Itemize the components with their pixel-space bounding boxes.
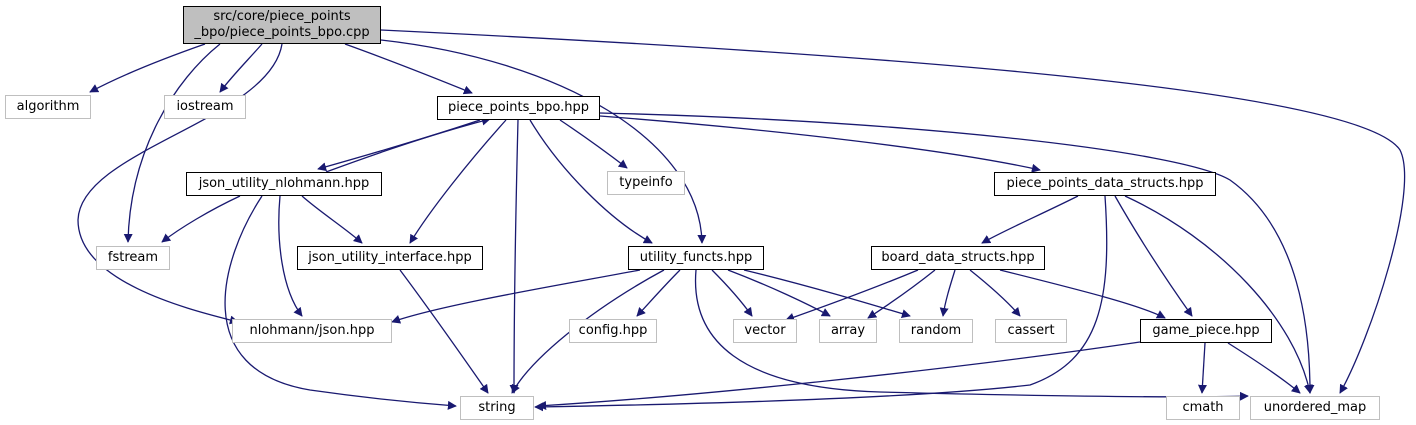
node-fstream: fstream xyxy=(96,246,170,270)
node-json-utility-nlohmann-label: json_utility_nlohmann.hpp xyxy=(198,176,370,191)
edge-data-structs-string xyxy=(534,195,1108,412)
node-cassert-label: cassert xyxy=(1007,323,1055,338)
edge-utility-string xyxy=(511,269,665,394)
node-piece-points-data-structs[interactable]: piece_points_data_structs.hpp xyxy=(994,172,1216,196)
edge-root-piece-points-bpo xyxy=(344,43,473,95)
node-cmath: cmath xyxy=(1166,396,1240,420)
edge-bpo-typeinfo xyxy=(559,119,628,169)
edge-root-utility-functs xyxy=(380,39,707,244)
edge-root-iostream xyxy=(219,43,263,93)
node-typeinfo-label: typeinfo xyxy=(619,175,673,190)
edge-bpo-json-interface xyxy=(409,119,507,244)
edge-bpo-unordered-map xyxy=(599,112,1315,394)
node-random: random xyxy=(899,319,973,343)
node-piece-points-bpo-hpp-label: piece_points_bpo.hpp xyxy=(447,100,590,115)
edge-interface-string xyxy=(399,269,489,394)
root-file-label-line1: src/core/piece_points xyxy=(213,9,351,24)
edge-board-cassert xyxy=(969,269,1021,317)
root-file-node: src/core/piece_points _bpo/piece_points_… xyxy=(183,6,381,44)
node-nlohmann-json: nlohmann/json.hpp xyxy=(232,319,392,343)
edge-game-piece-cmath xyxy=(1197,342,1207,394)
edge-root-unordered-map xyxy=(380,29,1406,394)
root-file-label-line2: _bpo/piece_points_bpo.cpp xyxy=(194,25,370,40)
node-typeinfo: typeinfo xyxy=(607,171,685,195)
node-cassert: cassert xyxy=(995,319,1067,343)
edge-board-game-piece xyxy=(999,269,1166,319)
node-board-data-structs[interactable]: board_data_structs.hpp xyxy=(871,246,1045,270)
edge-utility-random xyxy=(743,269,911,318)
node-iostream-label: iostream xyxy=(176,99,234,114)
node-vector: vector xyxy=(733,319,797,343)
edge-board-random xyxy=(939,269,956,317)
node-iostream: iostream xyxy=(164,95,246,119)
node-array-label: array xyxy=(830,323,866,338)
edge-board-array xyxy=(867,269,936,319)
node-piece-points-bpo-hpp[interactable]: piece_points_bpo.hpp xyxy=(437,96,600,120)
edge-bpo-data-structs xyxy=(599,115,1041,173)
node-utility-functs[interactable]: utility_functs.hpp xyxy=(628,246,764,270)
node-unordered-map-label: unordered_map xyxy=(1263,400,1367,415)
node-string-label: string xyxy=(478,400,516,415)
edge-data-structs-board xyxy=(981,195,1079,244)
node-config-label: config.hpp xyxy=(578,323,648,338)
edge-bpo-string xyxy=(509,119,519,394)
edge-root-fstream xyxy=(123,43,221,243)
edge-game-piece-unordered-map xyxy=(1227,342,1301,394)
node-utility-functs-label: utility_functs.hpp xyxy=(639,250,753,265)
edge-data-structs-unordered-map xyxy=(1124,195,1313,394)
node-array: array xyxy=(819,319,877,343)
edge-utility-vector xyxy=(711,269,753,317)
node-fstream-label: fstream xyxy=(107,250,159,265)
node-json-utility-interface-label: json_utility_interface.hpp xyxy=(308,250,472,265)
edge-nlohmann-string xyxy=(224,195,457,410)
node-json-utility-nlohmann[interactable]: json_utility_nlohmann.hpp xyxy=(186,172,382,196)
node-game-piece[interactable]: game_piece.hpp xyxy=(1140,319,1272,343)
edge-bpo-json-nlohmann xyxy=(317,119,481,172)
node-game-piece-label: game_piece.hpp xyxy=(1152,323,1260,338)
edge-root-algorithm xyxy=(89,43,206,93)
node-piece-points-data-structs-label: piece_points_data_structs.hpp xyxy=(1006,176,1204,191)
edge-utility-nlohmann-json xyxy=(391,269,641,324)
edge-nlohmann-nlohmann-json xyxy=(278,195,303,317)
node-unordered-map: unordered_map xyxy=(1250,396,1380,420)
node-board-data-structs-label: board_data_structs.hpp xyxy=(881,250,1035,265)
node-cmath-label: cmath xyxy=(1182,400,1224,415)
edge-game-piece-string xyxy=(537,341,1141,410)
node-algorithm: algorithm xyxy=(5,95,91,119)
edge-data-structs-game-piece xyxy=(1114,195,1193,317)
edge-nlohmann-json-interface xyxy=(301,195,363,244)
node-nlohmann-json-label: nlohmann/json.hpp xyxy=(249,323,375,338)
edge-nlohmann-bpo xyxy=(325,116,491,173)
edge-bpo-utility-functs xyxy=(529,119,653,244)
node-random-label: random xyxy=(910,323,962,338)
edge-board-vector xyxy=(785,269,919,322)
node-config: config.hpp xyxy=(569,319,657,343)
edge-utility-config xyxy=(636,269,681,317)
node-json-utility-interface[interactable]: json_utility_interface.hpp xyxy=(297,246,483,270)
edge-nlohmann-fstream xyxy=(161,195,241,243)
edge-utility-array xyxy=(727,269,831,317)
node-vector-label: vector xyxy=(744,323,786,338)
node-string: string xyxy=(460,396,534,420)
node-algorithm-label: algorithm xyxy=(16,99,80,114)
